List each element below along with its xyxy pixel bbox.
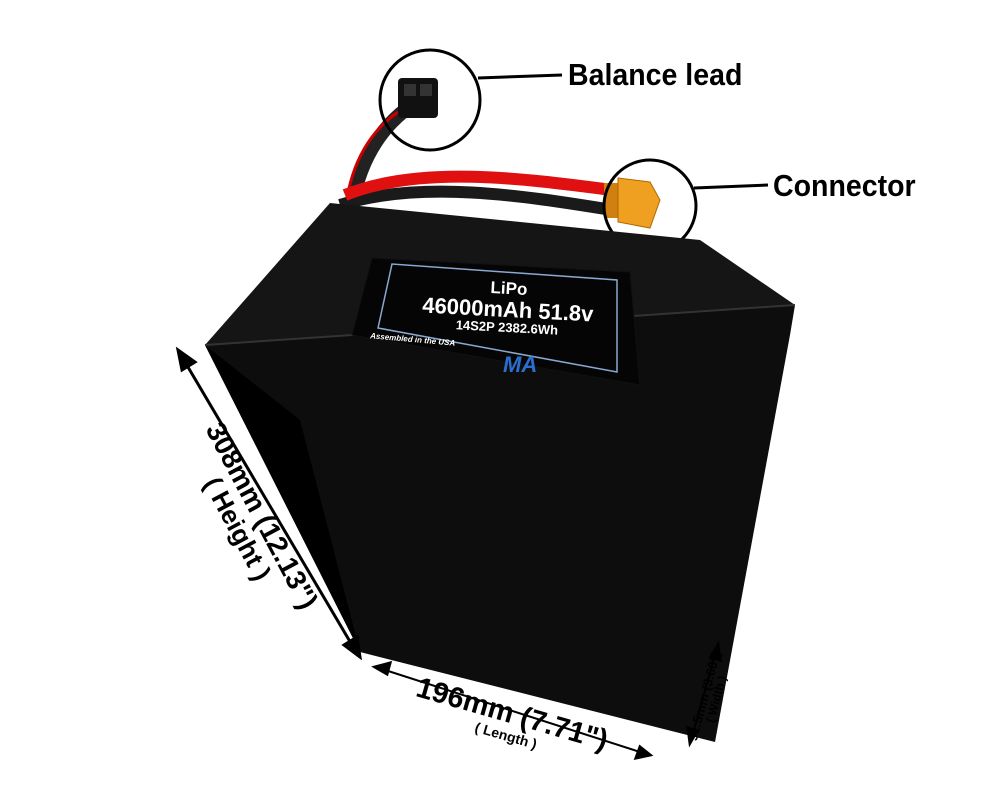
battery-side-shade — [205, 345, 360, 652]
red-cable — [342, 170, 613, 201]
dimension-arrows — [175, 346, 722, 761]
black-cable — [338, 185, 613, 216]
balance-lead-callout-circle — [378, 48, 482, 152]
battery-label — [351, 257, 641, 386]
xt-connector — [604, 177, 661, 229]
connector-callout: Connector — [773, 168, 916, 203]
balance-lead-callout: Balance lead — [568, 57, 743, 92]
label-logo: MA — [503, 352, 537, 377]
